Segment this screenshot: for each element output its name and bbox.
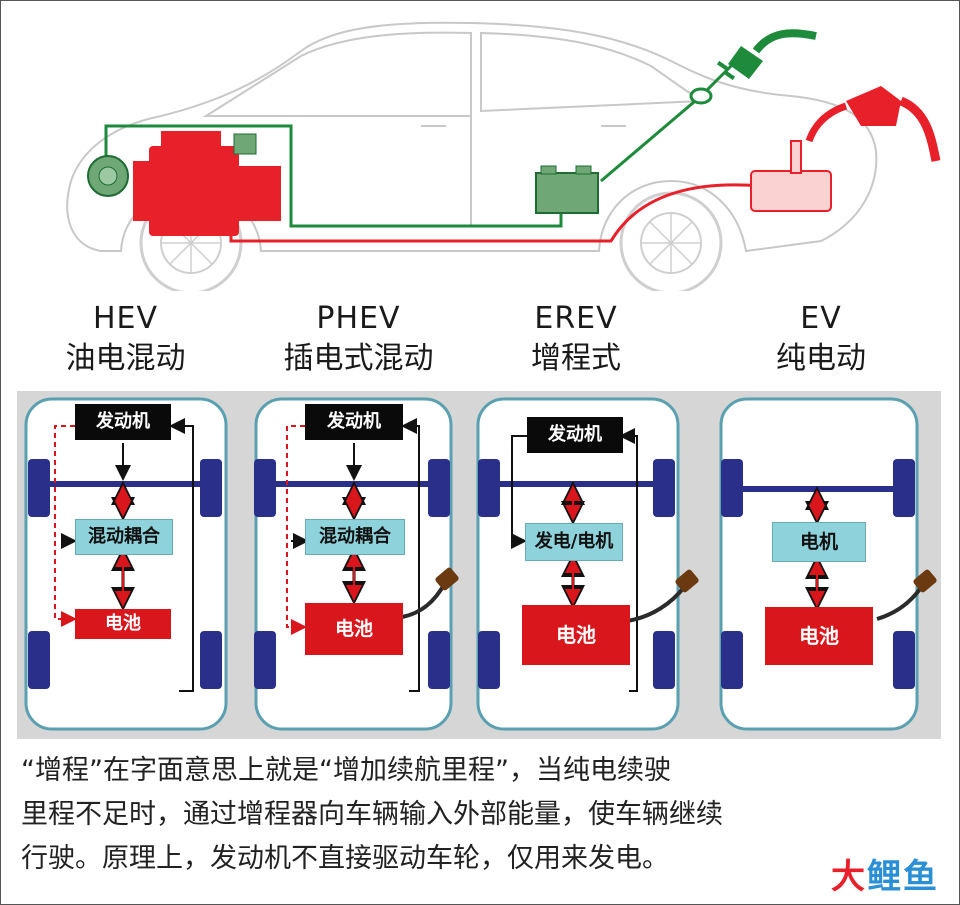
car-windows-outline xyxy=(202,31,704,117)
green-wire xyxy=(104,124,563,228)
type-label-erev: EREV 增程式 xyxy=(491,299,661,379)
type-name: 纯电动 xyxy=(776,341,866,376)
fuel-nozzle-icon xyxy=(805,86,941,162)
type-name: 增程式 xyxy=(531,341,621,376)
type-code: EREV xyxy=(534,301,618,336)
type-label-ev: EV 纯电动 xyxy=(726,299,916,379)
wheel-rear xyxy=(619,191,723,291)
red-fuel-line xyxy=(229,183,763,243)
controller-icon xyxy=(233,133,257,155)
type-label-hev: HEV 油电混动 xyxy=(33,299,218,379)
hev-coupler-box: 混动耦合 xyxy=(75,519,173,555)
type-code: EV xyxy=(800,301,842,336)
erev-charge-plug-icon xyxy=(626,569,699,623)
phev-battery-box: 电池 xyxy=(305,603,403,655)
phev-coupler-box: 混动耦合 xyxy=(305,519,405,555)
phev-charge-plug-icon xyxy=(401,567,459,619)
type-code: PHEV xyxy=(316,301,401,336)
car-body-outline xyxy=(66,21,878,253)
caption-line-2: 里程不足时，通过增程器向车辆输入外部能量，使车辆继续 xyxy=(21,799,723,830)
car-illustration xyxy=(66,21,941,291)
plug-icon xyxy=(716,29,817,81)
battery-icon xyxy=(535,165,599,214)
hev-flows xyxy=(54,418,194,692)
erev-battery-box: 电池 xyxy=(522,605,630,665)
watermark-char-3: 鱼 xyxy=(903,857,939,897)
caption-line-1: “增程”在字面意思上就是“增加续航里程”，当纯电续驶 xyxy=(21,755,671,786)
hev-battery-box: 电池 xyxy=(75,609,171,639)
erev-generator-box: 发电/电机 xyxy=(525,523,623,561)
erev-flows xyxy=(511,428,638,692)
type-code: HEV xyxy=(92,301,159,336)
engine-icon xyxy=(133,131,281,236)
phev-engine-box: 发动机 xyxy=(305,404,403,440)
ev-motor-box: 电机 xyxy=(772,522,866,562)
type-name: 插电式混动 xyxy=(283,341,434,376)
powertrain-diagrams-panel: 发动机 混动耦合 电池 发动机 混动耦合 电池 发动机 发电/电机 电池 电机 … xyxy=(17,391,941,739)
erev-engine-box: 发动机 xyxy=(527,417,623,453)
watermark-char-2: 鲤 xyxy=(867,857,903,897)
caption-line-3: 行驶。原理上，发动机不直接驱动车轮，仅用来发电。 xyxy=(21,843,669,874)
caption-text: “增程”在字面意思上就是“增加续航里程”，当纯电续驶 里程不足时，通过增程器向车… xyxy=(21,749,941,881)
charge-port-icon xyxy=(689,87,713,105)
ev-charge-plug-icon xyxy=(876,569,937,621)
watermark-char-1: 大 xyxy=(831,857,867,897)
chassis-ev xyxy=(719,397,919,731)
ev-battery-box: 电池 xyxy=(765,607,873,665)
generator-icon xyxy=(87,155,129,197)
fuel-tank-icon xyxy=(750,140,832,212)
hev-engine-box: 发动机 xyxy=(75,404,171,440)
type-label-phev: PHEV 插电式混动 xyxy=(261,299,456,379)
phev-flows xyxy=(286,418,420,692)
diagram-lines xyxy=(24,397,937,731)
watermark-logo: 大鲤鱼 xyxy=(831,849,939,898)
type-name: 油电混动 xyxy=(65,341,186,376)
